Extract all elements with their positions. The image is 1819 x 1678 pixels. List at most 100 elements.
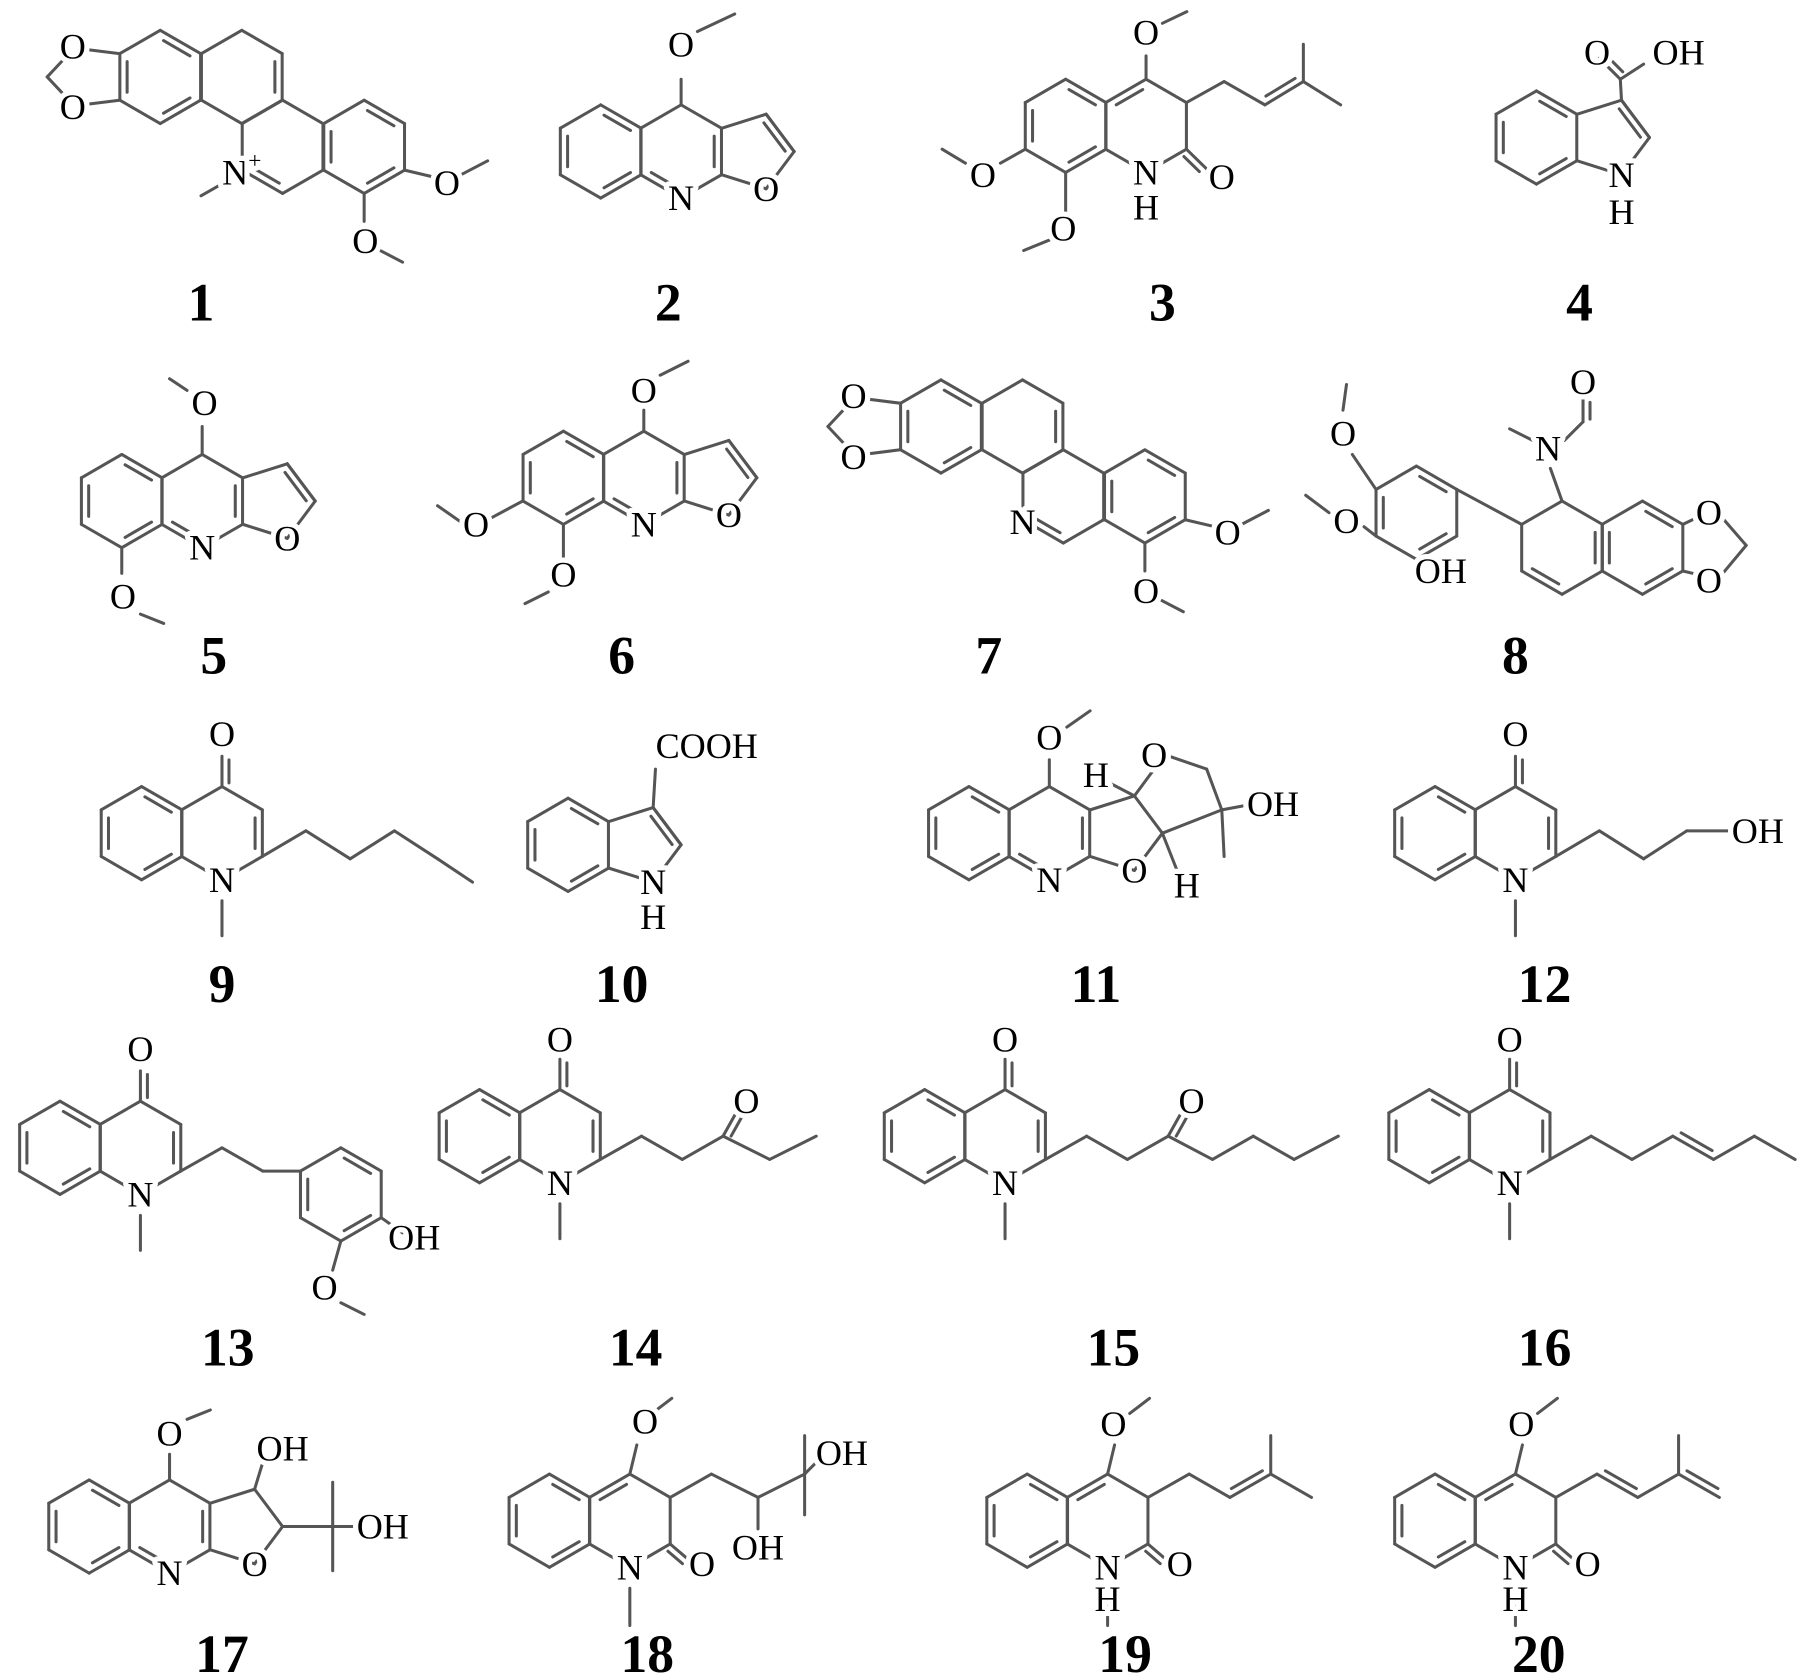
bond xyxy=(1269,1472,1314,1499)
bond xyxy=(79,452,124,480)
bond xyxy=(127,1478,172,1505)
bond xyxy=(683,499,731,517)
bond xyxy=(127,1548,172,1575)
bond xyxy=(365,166,396,185)
bond xyxy=(1414,464,1459,491)
atom-label: O xyxy=(1575,1544,1601,1584)
atom-label: O xyxy=(1330,413,1356,453)
bond xyxy=(547,1542,592,1569)
bond xyxy=(170,520,201,539)
bond xyxy=(1132,767,1156,798)
atom-label: N xyxy=(1502,1547,1528,1587)
bond xyxy=(1618,77,1623,102)
bond xyxy=(1473,1472,1517,1499)
compound-number: 20 xyxy=(1512,1624,1566,1678)
bond xyxy=(985,1472,1029,1499)
bond xyxy=(679,173,723,200)
atom-label: O xyxy=(668,24,694,64)
bond xyxy=(1431,1098,1461,1117)
bond xyxy=(1251,1134,1296,1161)
bond xyxy=(1187,1472,1232,1499)
bond xyxy=(1065,1542,1110,1569)
bond xyxy=(683,438,731,456)
atom-label: OH xyxy=(388,1218,440,1258)
compound-number: 12 xyxy=(1518,954,1572,1014)
atom-label: N xyxy=(1009,502,1035,542)
bond xyxy=(967,854,1011,882)
bond xyxy=(1619,135,1651,177)
bond xyxy=(331,1239,343,1272)
bond xyxy=(481,1155,511,1174)
bond xyxy=(1455,487,1524,526)
atom-label: O xyxy=(434,163,460,203)
atom-label: O xyxy=(970,155,996,195)
bond xyxy=(1508,427,1535,442)
bond xyxy=(1681,569,1695,575)
bond xyxy=(942,445,973,465)
bond xyxy=(1473,785,1517,812)
bond xyxy=(1393,785,1437,812)
atom-label: H xyxy=(1502,1579,1528,1619)
atom-label: H xyxy=(1095,1579,1121,1619)
bond xyxy=(861,397,902,405)
bond xyxy=(180,785,224,812)
bond xyxy=(1023,77,1068,105)
bond xyxy=(980,378,1025,405)
bond xyxy=(1618,62,1646,81)
bond xyxy=(47,1478,91,1505)
bond xyxy=(379,1216,405,1235)
bond xyxy=(90,1488,121,1508)
bond xyxy=(1076,1482,1106,1502)
atom-label: O xyxy=(1502,714,1528,754)
atom-label: O xyxy=(1141,735,1167,775)
bond xyxy=(551,1540,581,1559)
bond xyxy=(123,463,154,482)
bond xyxy=(1513,1472,1558,1499)
bond xyxy=(1642,829,1689,861)
bond xyxy=(899,448,943,475)
bond xyxy=(1679,1131,1714,1153)
bond xyxy=(120,522,164,550)
bond xyxy=(826,424,847,447)
atom-label: O xyxy=(463,504,489,544)
bond xyxy=(1393,1542,1437,1569)
bond xyxy=(1143,448,1187,475)
bond xyxy=(436,504,463,524)
bond xyxy=(240,98,285,126)
bond xyxy=(140,785,184,812)
bond xyxy=(940,147,967,165)
bond xyxy=(1065,1472,1110,1499)
bond xyxy=(1681,518,1695,526)
bond xyxy=(1554,829,1601,858)
bond xyxy=(1144,77,1188,105)
bond xyxy=(168,1478,212,1505)
compound-number: 6 xyxy=(608,626,635,686)
bond xyxy=(253,1460,265,1491)
bond xyxy=(1473,854,1517,882)
bond xyxy=(1436,1482,1467,1502)
bond xyxy=(1222,80,1267,107)
bond xyxy=(1427,1157,1472,1185)
bond xyxy=(162,96,192,115)
bond xyxy=(1166,1105,1187,1138)
atom-label: O xyxy=(1100,1404,1126,1444)
bond xyxy=(727,438,759,480)
bond xyxy=(200,522,245,550)
bond xyxy=(283,470,308,503)
bond xyxy=(882,1157,927,1185)
atom-label: H xyxy=(1608,192,1634,232)
bond xyxy=(768,1134,818,1161)
bond xyxy=(923,1157,967,1185)
bond xyxy=(123,520,154,539)
bond xyxy=(1064,77,1108,105)
atom-label: O xyxy=(689,1544,715,1584)
bond xyxy=(281,168,325,195)
bond xyxy=(1114,88,1145,107)
bond xyxy=(1125,1134,1170,1161)
bond xyxy=(1021,518,1065,545)
bond xyxy=(1393,1472,1437,1499)
